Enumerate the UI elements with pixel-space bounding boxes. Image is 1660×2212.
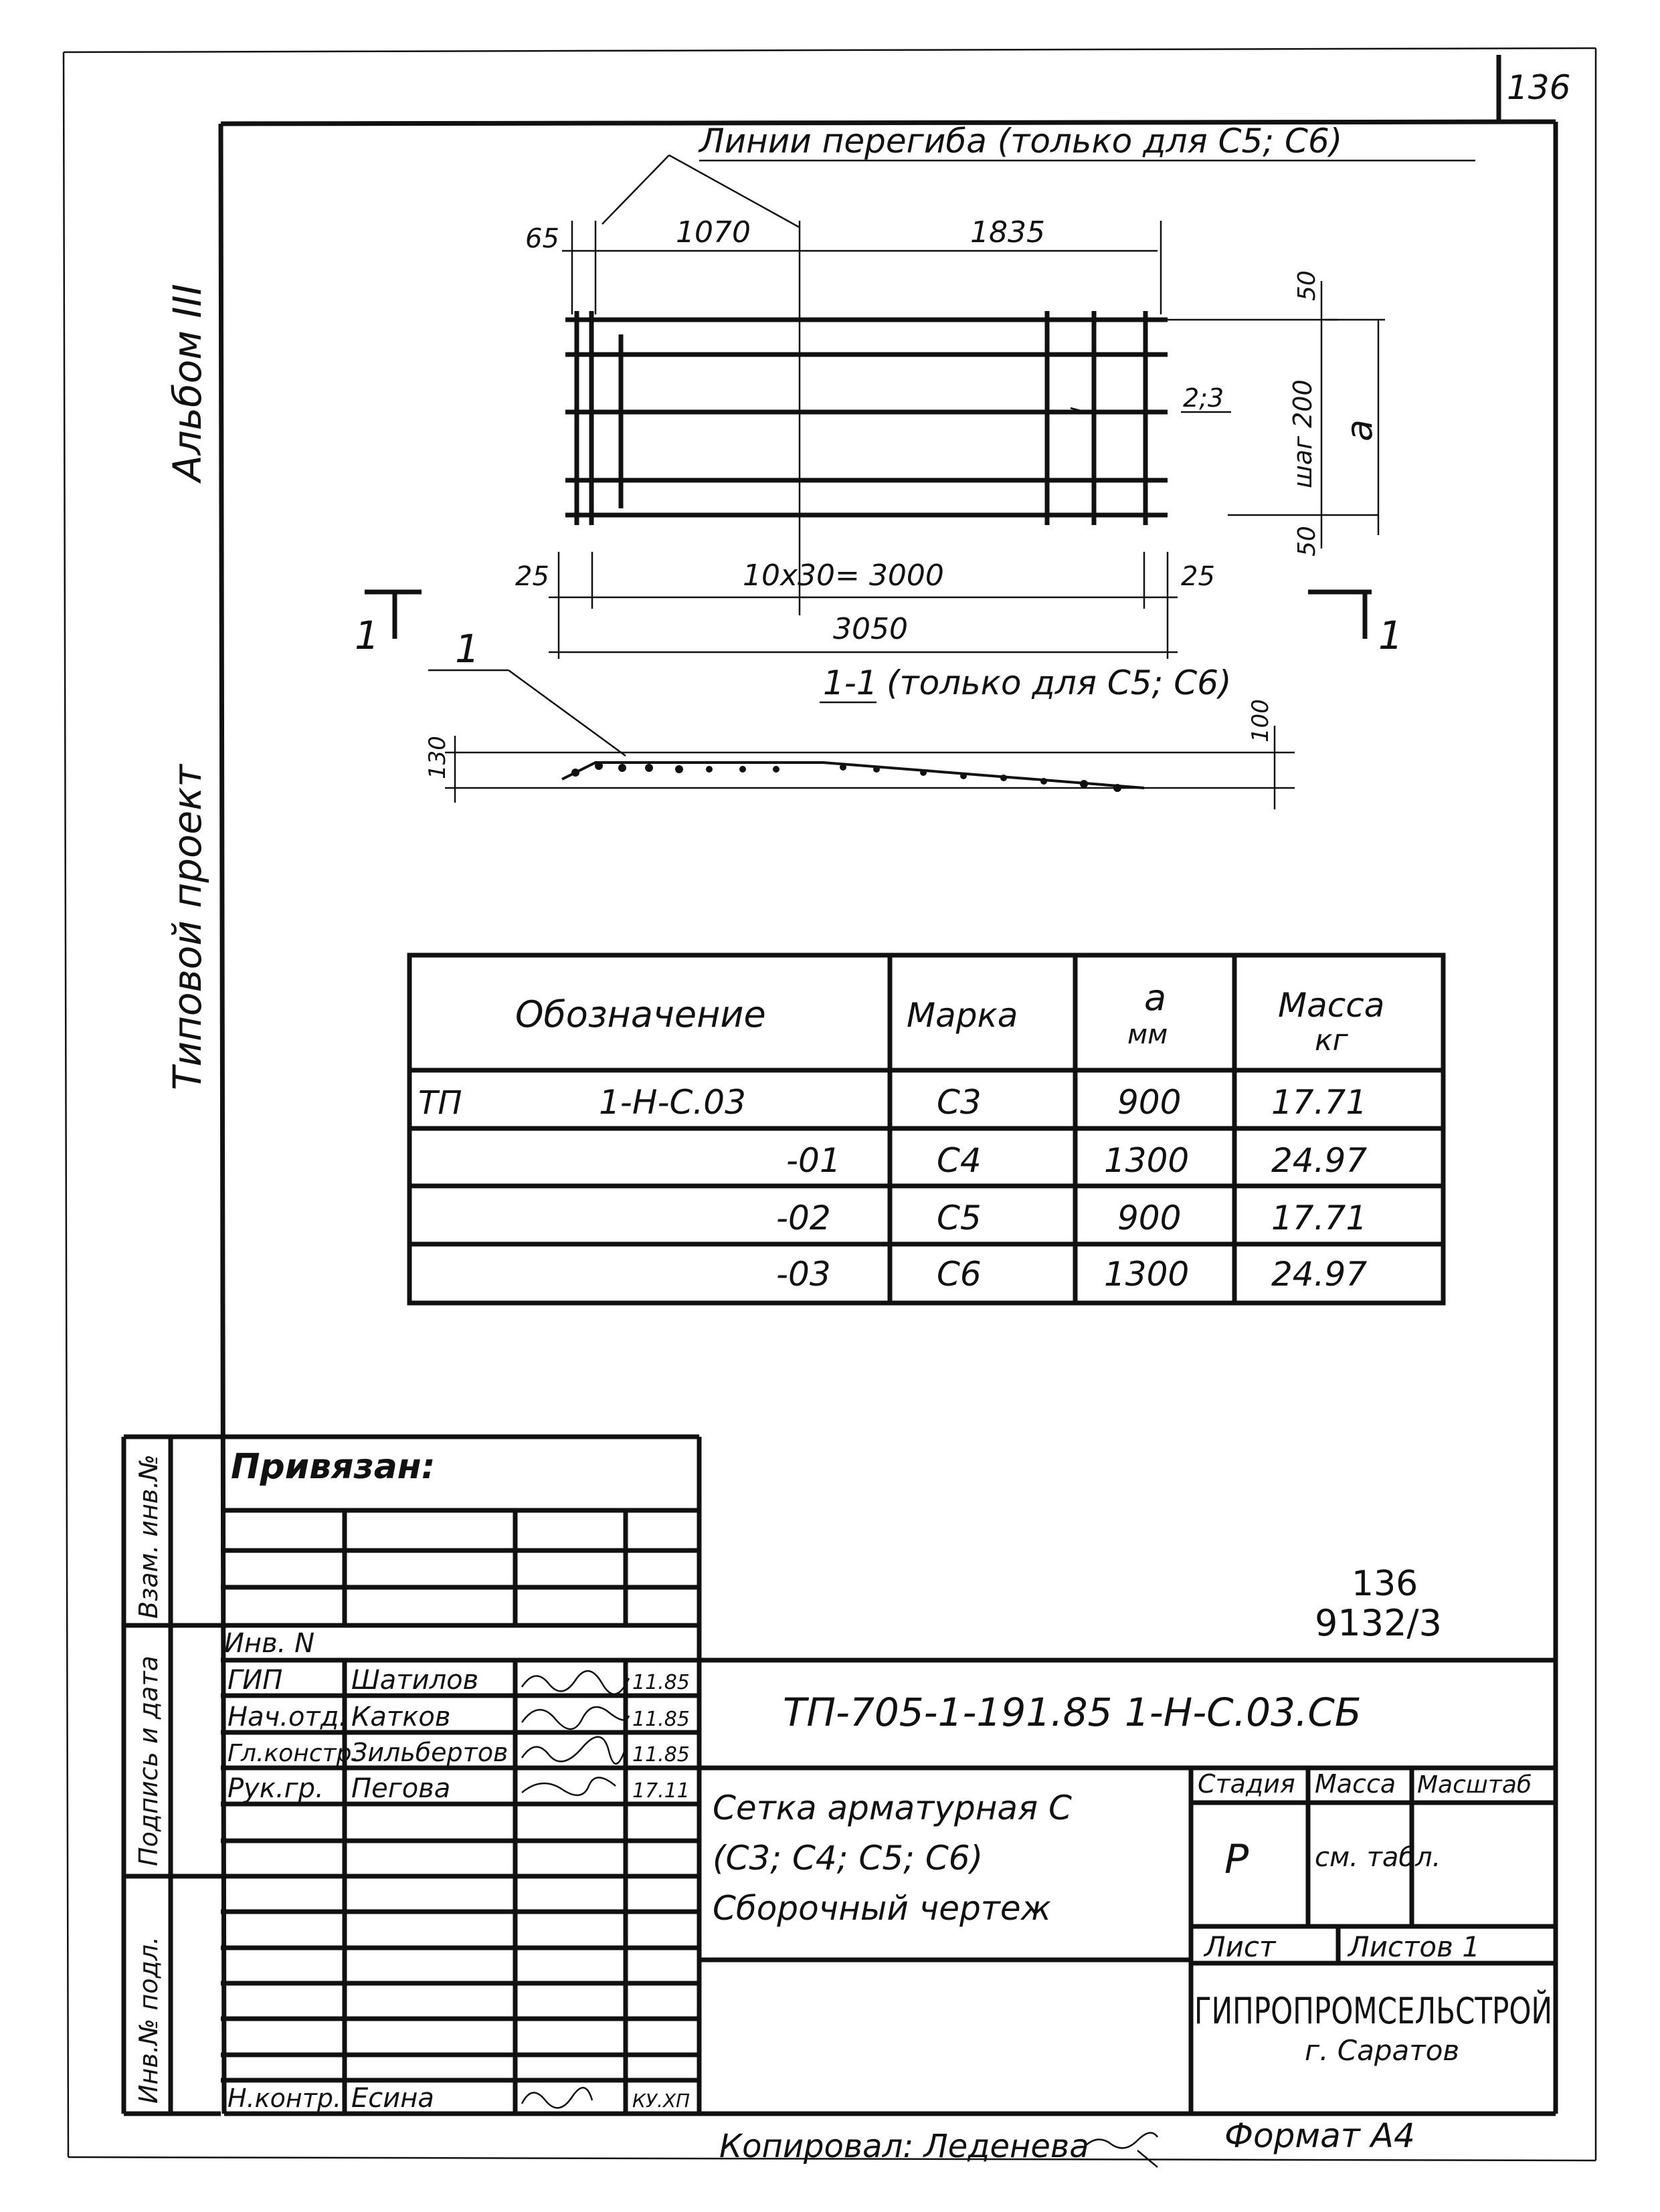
dim-step: шаг 200 xyxy=(1288,379,1317,488)
staff-1-role: ГИП xyxy=(227,1665,282,1696)
dim-a: a xyxy=(1338,419,1380,441)
header-mass-bottom: кг xyxy=(1315,1023,1349,1058)
sheet-label: Лист xyxy=(1203,1930,1277,1963)
staff-2-role: Нач.отд. xyxy=(227,1702,347,1732)
signature-2 xyxy=(521,1706,630,1730)
control-role: Н.контр. xyxy=(227,2084,341,2113)
page-number: 136 xyxy=(1507,68,1570,107)
row-1-a: 900 xyxy=(1117,1083,1181,1122)
side-stamp-signature: Подпись и дата xyxy=(134,1655,163,1866)
row-1-mark: С3 xyxy=(937,1083,982,1122)
stage-value: Р xyxy=(1224,1836,1249,1883)
staff-3-name: Зильбертов xyxy=(351,1738,508,1767)
row-2-code: -01 xyxy=(786,1141,841,1180)
side-stamp-inv: Инв.№ подл. xyxy=(134,1936,163,2104)
org-city: г. Саратов xyxy=(1305,2034,1459,2067)
row-3-mark: С5 xyxy=(937,1199,982,1237)
copied-by: Копировал: Леденева xyxy=(719,2128,1089,2165)
section-title-rest: (только для С5; С6) xyxy=(887,664,1232,702)
section-title-num: 1-1 xyxy=(823,664,878,702)
format-label: Формат А4 xyxy=(1224,2116,1415,2155)
title-line-2: (С3; С4; С5; С6) xyxy=(713,1839,983,1878)
row-2-a: 1300 xyxy=(1104,1141,1189,1180)
copier-signature xyxy=(1083,2132,1159,2168)
doc-code: ТП-705-1-191.85 1-Н-С.03.СБ xyxy=(783,1690,1362,1735)
dim-1070: 1070 xyxy=(676,215,751,249)
row-1-prefix: ТП xyxy=(418,1084,462,1122)
sheet-ref-bottom: 9132/3 xyxy=(1315,1602,1442,1644)
dim-130: 130 xyxy=(424,736,451,779)
row-4-mark: С6 xyxy=(937,1255,982,1294)
dim-1835: 1835 xyxy=(970,215,1045,249)
row-1-code: 1-Н-С.03 xyxy=(599,1083,746,1122)
sheet-ref-top: 136 xyxy=(1352,1564,1418,1604)
mass-header: Масса xyxy=(1315,1769,1396,1799)
dim-65: 65 xyxy=(525,223,559,254)
staff-4-name: Пегова xyxy=(351,1773,450,1804)
dim-50-bottom: 50 xyxy=(1293,526,1321,557)
header-mass-top: Масса xyxy=(1278,986,1384,1025)
leader-1: 1 xyxy=(455,626,480,672)
side-stamp-replace: Взам. инв.№ xyxy=(134,1454,163,1619)
staff-1-date: 11.85 xyxy=(632,1671,690,1694)
dim-25-right: 25 xyxy=(1181,561,1215,592)
section-marker-left: 1 xyxy=(355,613,379,658)
dim-3050: 3050 xyxy=(833,612,908,646)
dim-25-left: 25 xyxy=(515,561,549,592)
staff-4-role: Рук.гр. xyxy=(227,1773,324,1804)
org-name: ГИПРОПРОМСЕЛЬСТРОЙ xyxy=(1194,1990,1552,2032)
staff-3-role: Гл.констр. xyxy=(227,1740,359,1767)
header-a-bottom: мм xyxy=(1127,1019,1168,1050)
signature-1 xyxy=(521,1670,630,1695)
signature-control xyxy=(521,2087,593,2109)
mass-value: см. табл. xyxy=(1315,1842,1441,1873)
staff-4-date: 17.11 xyxy=(632,1779,690,1803)
inv-label: Инв. N xyxy=(224,1628,314,1659)
row-1-mass: 17.71 xyxy=(1271,1083,1367,1122)
control-name: Есина xyxy=(351,2083,434,2114)
staff-3-date: 11.85 xyxy=(632,1743,690,1767)
row-2-mark: С4 xyxy=(937,1141,982,1180)
project-label: Типовой проект xyxy=(165,763,210,1090)
header-mark: Марка xyxy=(907,996,1018,1035)
header-a-top: a xyxy=(1144,977,1166,1019)
staff-2-date: 11.85 xyxy=(632,1708,690,1731)
scale-header: Масштаб xyxy=(1417,1771,1532,1799)
header-designation: Обозначение xyxy=(515,993,766,1035)
row-3-mass: 17.71 xyxy=(1271,1199,1367,1237)
signature-3 xyxy=(521,1736,627,1765)
sheets-label: Листов 1 xyxy=(1347,1930,1480,1963)
section-marker-right: 1 xyxy=(1378,613,1403,658)
row-3-a: 900 xyxy=(1117,1199,1181,1237)
title-line-3: Сборочный чертеж xyxy=(713,1889,1051,1928)
row-4-a: 1300 xyxy=(1104,1255,1189,1294)
control-date: КУ.ХП xyxy=(632,2090,690,2112)
album-label: Альбом III xyxy=(165,284,210,484)
signature-4 xyxy=(521,1777,616,1796)
bend-note: Линии перегиба (только для С5; С6) xyxy=(698,122,1342,161)
mesh-plan: Линии перегиба (только для С5; С6) 65 10… xyxy=(355,122,1475,659)
dim-100: 100 xyxy=(1247,699,1274,742)
sheet-frame xyxy=(62,47,1597,2162)
row-3-code: -02 xyxy=(776,1199,831,1237)
row-4-mass: 24.97 xyxy=(1271,1255,1367,1294)
row-4-code: -03 xyxy=(776,1255,831,1294)
staff-1-name: Шатилов xyxy=(351,1665,478,1696)
spec-table: Обозначение Марка a мм Масса кг ТП 1-Н-С… xyxy=(407,952,1446,1306)
title-block: Привязан: Инв. N ГИП Шатилов 11.85 Нач.о… xyxy=(221,1434,1556,2114)
section-1-1: 1 1-1 (только для С5; С6) 130 100 xyxy=(424,626,1295,809)
row-2-mass: 24.97 xyxy=(1271,1141,1367,1180)
dim-50-top: 50 xyxy=(1293,270,1321,301)
stage-header: Стадия xyxy=(1198,1769,1295,1799)
dim-span: 10x30= 3000 xyxy=(743,559,944,593)
staff-2-name: Катков xyxy=(351,1702,450,1732)
title-line-1: Сетка арматурная С xyxy=(713,1789,1072,1827)
stamp-side: Взам. инв.№ Подпись и дата Инв.№ подл. xyxy=(121,1434,221,2116)
dim-2-3: 2;3 xyxy=(1183,383,1224,413)
tied-label: Привязан: xyxy=(231,1447,436,1487)
